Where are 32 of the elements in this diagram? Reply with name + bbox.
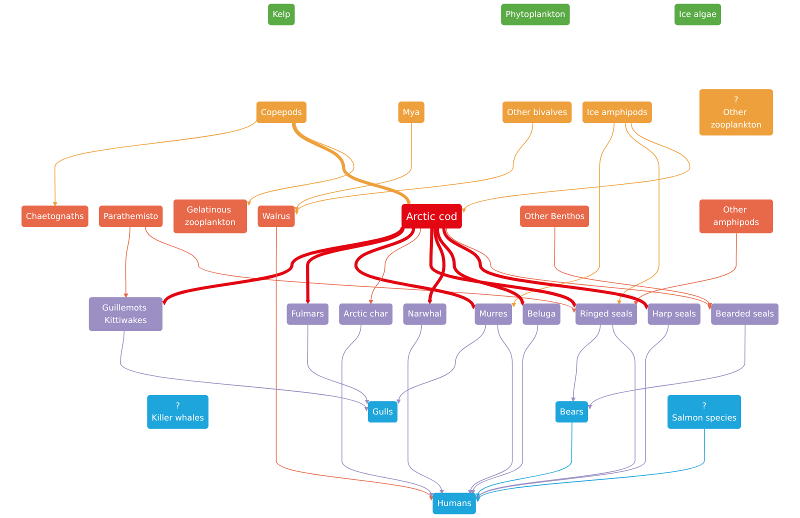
arrow bbox=[428, 228, 446, 304]
arrow bbox=[124, 226, 130, 298]
arrow bbox=[306, 227, 405, 304]
arrow bbox=[429, 228, 576, 308]
arrow bbox=[295, 122, 534, 214]
arrow bbox=[342, 324, 433, 498]
arrow bbox=[462, 122, 690, 212]
arrow bbox=[588, 324, 746, 410]
arrow bbox=[276, 226, 433, 500]
arrow bbox=[368, 228, 421, 304]
arrow bbox=[52, 118, 258, 206]
arrow bbox=[446, 228, 712, 310]
arrow bbox=[163, 226, 404, 306]
arrow bbox=[476, 422, 572, 498]
arrow bbox=[442, 228, 648, 310]
arrow bbox=[248, 122, 354, 206]
arrow bbox=[512, 122, 615, 308]
arrow bbox=[468, 324, 513, 494]
arrow bbox=[476, 428, 705, 502]
arrow bbox=[617, 122, 660, 305]
arrow bbox=[554, 226, 712, 308]
arrow bbox=[571, 324, 601, 402]
arrow bbox=[354, 228, 475, 310]
arrow bbox=[476, 324, 669, 500]
arrow bbox=[408, 324, 444, 494]
arrow bbox=[396, 324, 486, 404]
arrow bbox=[634, 232, 737, 306]
arrow bbox=[307, 324, 369, 404]
arrow bbox=[145, 226, 576, 312]
arrow bbox=[471, 324, 538, 495]
arrow bbox=[436, 228, 524, 306]
arrow bbox=[120, 330, 368, 411]
